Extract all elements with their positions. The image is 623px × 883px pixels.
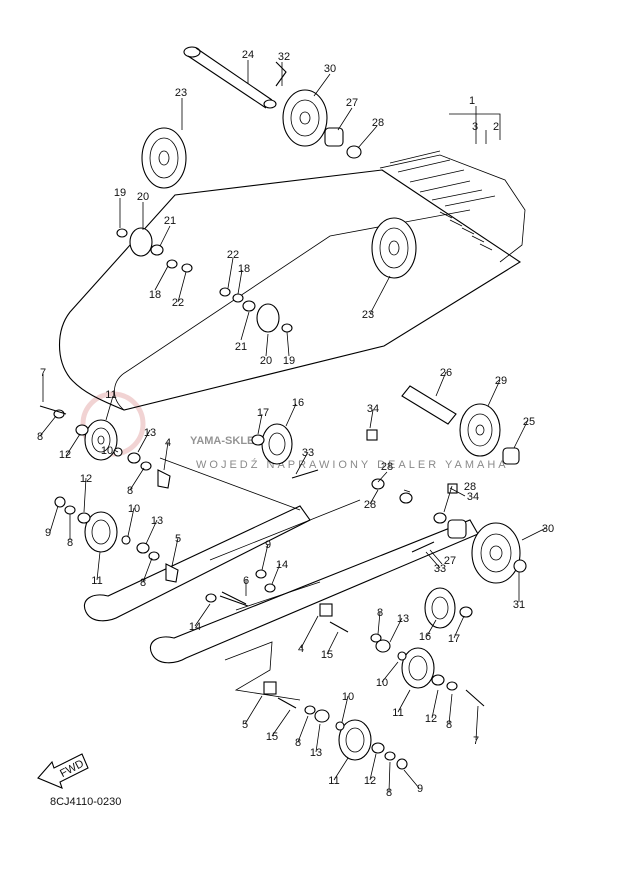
watermark-sub-text: WOJEDŹ NAPRAWIONY DEALER YAMAHA — [196, 458, 509, 471]
callout-9: 9 — [45, 527, 51, 539]
callout-12: 12 — [59, 449, 71, 461]
wheel-16-lower — [424, 587, 456, 629]
callout-16: 16 — [419, 631, 431, 643]
callout-33: 33 — [302, 447, 314, 459]
callout-14: 14 — [189, 621, 201, 633]
callout-13: 13 — [397, 613, 409, 625]
wheel-11-left — [84, 511, 118, 553]
callout-29: 29 — [495, 375, 507, 387]
callout-30: 30 — [542, 523, 554, 535]
small-parts — [39, 127, 527, 770]
wheel-11-bottom — [338, 719, 372, 761]
callout-27: 27 — [444, 555, 456, 567]
callout-4: 4 — [165, 437, 171, 449]
callout-13: 13 — [151, 515, 163, 527]
wheel-30-top — [282, 89, 328, 147]
callout-28: 28 — [381, 461, 393, 473]
diagram-code: 8CJ4110-0230 — [50, 796, 121, 808]
callout-25: 25 — [523, 416, 535, 428]
callout-28: 28 — [372, 117, 384, 129]
callout-20: 20 — [137, 191, 149, 203]
slide-rails — [84, 457, 479, 701]
callout-11: 11 — [392, 707, 403, 719]
callout-8: 8 — [67, 537, 73, 549]
callout-7: 7 — [40, 367, 46, 379]
callout-12: 12 — [80, 473, 92, 485]
callout-20: 20 — [260, 355, 272, 367]
wheel-11-upper-left — [84, 419, 118, 461]
callout-8: 8 — [446, 719, 452, 731]
callout-1: 1 — [469, 95, 475, 107]
callout-22: 22 — [227, 249, 239, 261]
callout-8: 8 — [127, 485, 133, 497]
callout-18: 18 — [149, 289, 161, 301]
callout-5: 5 — [242, 719, 248, 731]
callout-12: 12 — [364, 775, 376, 787]
callout-26: 26 — [440, 367, 452, 379]
fwd-label: FWD — [58, 758, 86, 780]
wheel-30-lower — [471, 522, 521, 584]
callout-15: 15 — [321, 649, 333, 661]
callout-10: 10 — [376, 677, 388, 689]
callout-27: 27 — [346, 97, 358, 109]
fwd-arrow: FWD — [37, 753, 89, 789]
callout-13: 13 — [310, 747, 322, 759]
callouts: 1 2 3 24 32 30 27 28 23 19 20 21 18 22 2… — [37, 49, 554, 799]
callout-4: 4 — [298, 643, 304, 655]
callout-16: 16 — [292, 397, 304, 409]
callout-30: 30 — [324, 63, 336, 75]
callout-18: 18 — [238, 263, 250, 275]
callout-11: 11 — [105, 389, 116, 401]
callout-17: 17 — [448, 633, 460, 645]
callout-22: 22 — [172, 297, 184, 309]
wheel-16-upper — [261, 423, 293, 465]
callout-10: 10 — [101, 445, 113, 457]
callout-11: 11 — [328, 775, 339, 787]
callout-8: 8 — [377, 607, 383, 619]
callout-32: 32 — [278, 51, 290, 63]
callout-5: 5 — [175, 533, 181, 545]
callout-21: 21 — [235, 341, 247, 353]
callout-34: 34 — [367, 403, 379, 415]
callout-9: 9 — [417, 783, 423, 795]
callout-13: 13 — [144, 427, 156, 439]
callout-23: 23 — [175, 87, 187, 99]
callout-17: 17 — [257, 407, 269, 419]
callout-12: 12 — [425, 713, 437, 725]
wheel-29 — [459, 403, 501, 457]
callout-21: 21 — [164, 215, 176, 227]
callout-34: 34 — [467, 491, 479, 503]
callout-14: 14 — [276, 559, 288, 571]
callout-10: 10 — [342, 691, 354, 703]
callout-2: 2 — [493, 121, 499, 133]
callout-19: 19 — [114, 187, 126, 199]
wheels — [84, 89, 521, 761]
callout-8: 8 — [386, 787, 392, 799]
callout-3: 3 — [472, 121, 478, 133]
callout-7: 7 — [473, 735, 479, 747]
wheel-11-center — [401, 647, 435, 689]
callout-8: 8 — [140, 577, 146, 589]
shaft-24 — [183, 46, 287, 109]
leader-lines — [39, 60, 547, 793]
callout-33: 33 — [434, 563, 446, 575]
callout-24: 24 — [242, 49, 254, 61]
callout-6: 6 — [243, 575, 249, 587]
wheel-23-top — [141, 127, 187, 189]
callout-10: 10 — [128, 503, 140, 515]
callout-28: 28 — [364, 499, 376, 511]
callout-15: 15 — [266, 731, 278, 743]
callout-28: 28 — [464, 481, 476, 493]
callout-8: 8 — [37, 431, 43, 443]
callout-11: 11 — [91, 575, 102, 587]
callout-9: 9 — [265, 539, 271, 551]
callout-31: 31 — [513, 599, 525, 611]
callout-8: 8 — [295, 737, 301, 749]
callout-19: 19 — [283, 355, 295, 367]
callout-23: 23 — [362, 309, 374, 321]
track-belt — [59, 150, 526, 411]
wheel-23-mid — [371, 217, 417, 279]
